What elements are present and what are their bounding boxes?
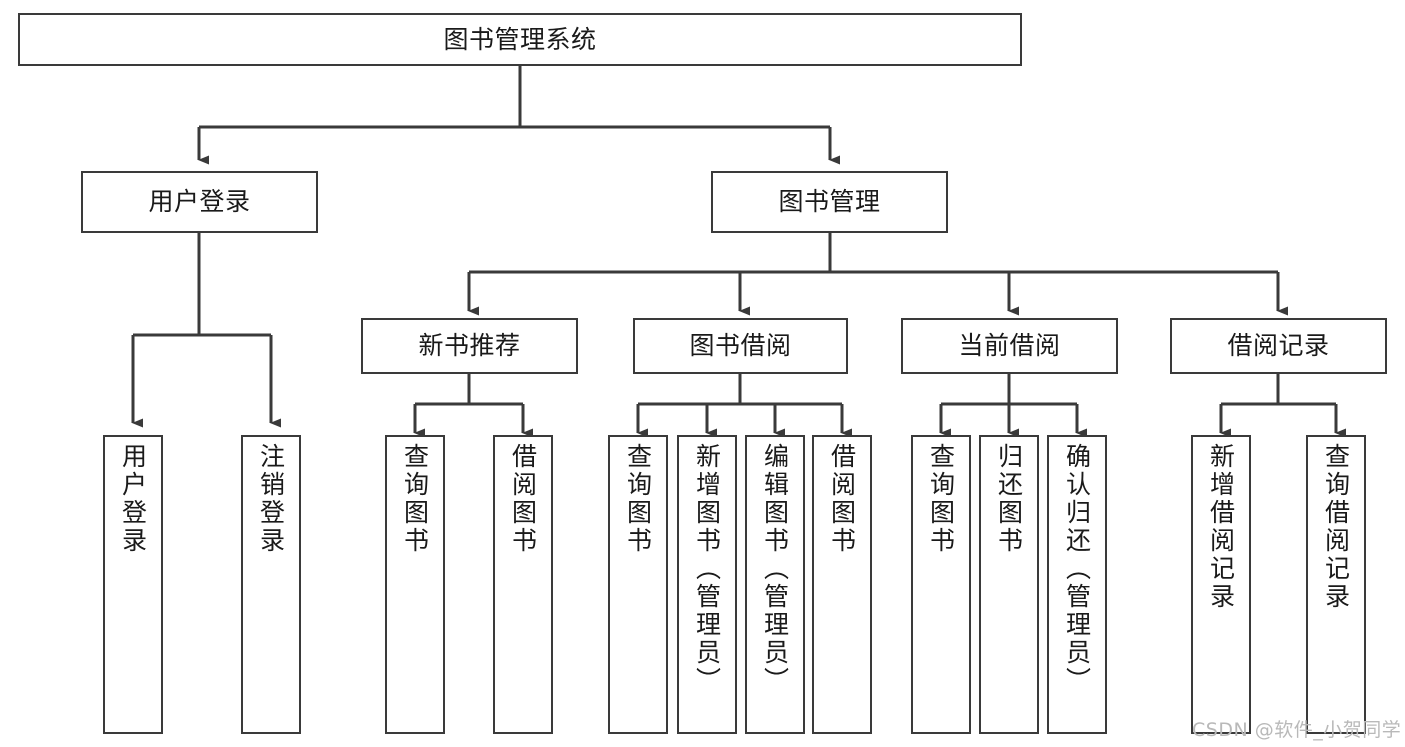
- node-borrow-record-label: 借阅记录: [1227, 331, 1330, 360]
- node-leaf-current-confirm-return-label: 确认归还（管理员）: [1062, 443, 1092, 695]
- node-book-borrow-label: 图书借阅: [689, 331, 792, 360]
- node-leaf-user-login-signout-label: 注销登录: [256, 443, 286, 555]
- node-book-management-label: 图书管理: [778, 187, 881, 216]
- node-leaf-recommend-borrow-book-label: 借阅图书: [508, 443, 538, 555]
- node-leaf-current-return-book-label: 归还图书: [994, 443, 1024, 555]
- node-leaf-user-login-signin-label: 用户登录: [118, 443, 148, 555]
- node-book-management[interactable]: 图书管理: [711, 171, 948, 233]
- node-leaf-record-query-record[interactable]: 查询借阅记录: [1306, 435, 1366, 734]
- node-leaf-record-add-record[interactable]: 新增借阅记录: [1191, 435, 1251, 734]
- node-leaf-current-confirm-return[interactable]: 确认归还（管理员）: [1047, 435, 1107, 734]
- node-book-borrow[interactable]: 图书借阅: [633, 318, 848, 374]
- node-borrow-record[interactable]: 借阅记录: [1170, 318, 1387, 374]
- node-leaf-user-login-signin[interactable]: 用户登录: [103, 435, 163, 734]
- node-leaf-record-query-record-label: 查询借阅记录: [1321, 443, 1351, 611]
- node-leaf-user-login-signout[interactable]: 注销登录: [241, 435, 301, 734]
- node-leaf-recommend-query-book-label: 查询图书: [400, 443, 430, 555]
- node-leaf-borrow-edit-book-label: 编辑图书（管理员）: [760, 443, 790, 695]
- node-root-system[interactable]: 图书管理系统: [18, 13, 1022, 66]
- node-leaf-borrow-borrow-book[interactable]: 借阅图书: [812, 435, 872, 734]
- node-leaf-borrow-borrow-book-label: 借阅图书: [827, 443, 857, 555]
- node-new-book-recommend-label: 新书推荐: [418, 331, 521, 360]
- node-leaf-record-add-record-label: 新增借阅记录: [1206, 443, 1236, 611]
- node-leaf-borrow-query-book[interactable]: 查询图书: [608, 435, 668, 734]
- node-current-borrow-label: 当前借阅: [958, 331, 1061, 360]
- node-leaf-recommend-borrow-book[interactable]: 借阅图书: [493, 435, 553, 734]
- node-user-login-label: 用户登录: [148, 187, 251, 216]
- csdn-watermark: CSDN @软件_小贺同学: [1192, 719, 1402, 741]
- node-leaf-recommend-query-book[interactable]: 查询图书: [385, 435, 445, 734]
- node-leaf-borrow-add-book[interactable]: 新增图书（管理员）: [677, 435, 737, 734]
- node-leaf-borrow-add-book-label: 新增图书（管理员）: [692, 443, 722, 695]
- node-leaf-current-return-book[interactable]: 归还图书: [979, 435, 1039, 734]
- node-user-login[interactable]: 用户登录: [81, 171, 318, 233]
- node-leaf-borrow-edit-book[interactable]: 编辑图书（管理员）: [745, 435, 805, 734]
- node-leaf-current-query-book[interactable]: 查询图书: [911, 435, 971, 734]
- node-root-label: 图书管理系统: [443, 24, 597, 54]
- node-new-book-recommend[interactable]: 新书推荐: [361, 318, 578, 374]
- node-current-borrow[interactable]: 当前借阅: [901, 318, 1118, 374]
- node-leaf-borrow-query-book-label: 查询图书: [623, 443, 653, 555]
- node-leaf-current-query-book-label: 查询图书: [926, 443, 956, 555]
